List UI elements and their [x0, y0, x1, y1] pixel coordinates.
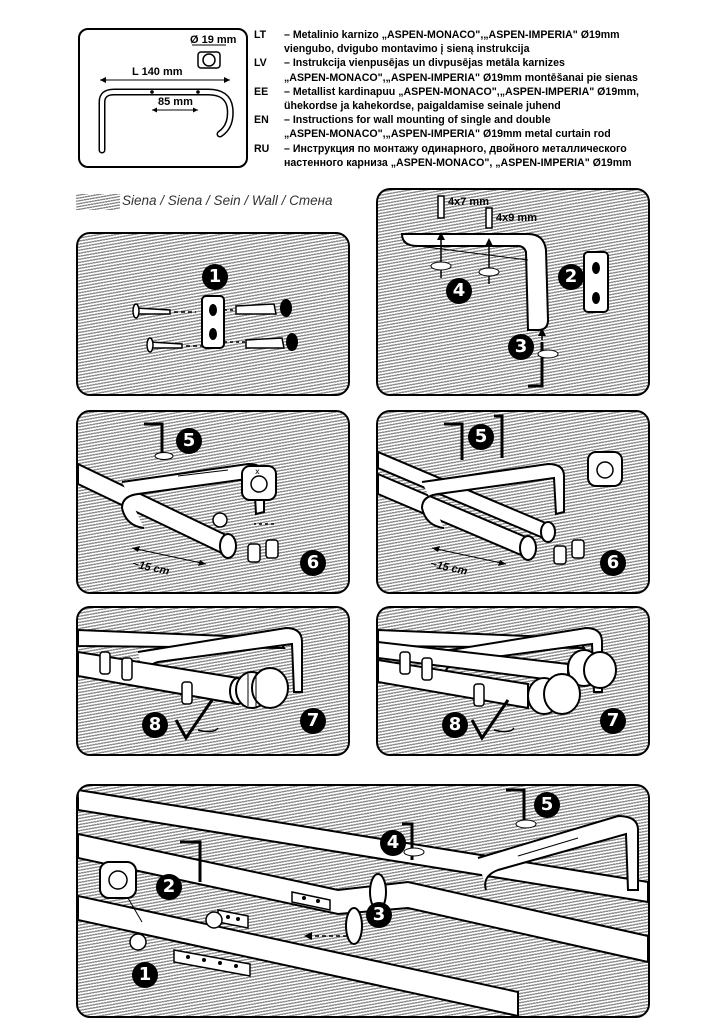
step-badge: 8 [142, 712, 168, 738]
title-line-ru-2: настенного карниза „ASPEN-MONACO", „ASPE… [284, 156, 632, 169]
step-badge: 2 [156, 874, 182, 900]
double-finial-illustration [378, 626, 617, 741]
wall-legend-label: Siena / Siena / Sein / Wall / Стена [122, 193, 333, 208]
step-badge: 8 [442, 712, 468, 738]
title-line-lt-2: viengubo, dvigubo montavimo į sieną inst… [284, 43, 530, 56]
step-badge: 3 [508, 334, 534, 360]
step-badge: 6 [300, 550, 326, 576]
single-finial-illustration [78, 626, 303, 741]
panel-step-5-6-double: 5 6 ~15 cm [376, 410, 650, 594]
screw-plug-illustration [132, 295, 298, 353]
step-badge: 6 [600, 550, 626, 576]
bracket-screw-illustration [400, 195, 609, 388]
panel-step-1: 1 [76, 232, 350, 396]
title-line-lv: LV– Instrukcija vienpusējas un divpusēja… [254, 57, 565, 70]
title-line-ru: RU– Инструкция по монтажу одинарного, дв… [254, 142, 627, 155]
step-badge: 4 [446, 278, 472, 304]
rod-joining-illustration [78, 788, 648, 1016]
bracket-dimension-diagram: Ø 19 mm L 140 mm 85 mm [78, 28, 248, 168]
step-badge: 3 [366, 902, 392, 928]
step-badge: 1 [132, 962, 158, 988]
step-badge: 5 [468, 424, 494, 450]
svg-text:x: x [255, 467, 260, 476]
title-line-lv-2: „ASPEN-MONACO",„ASPEN-IMPERIA" Ø19mm mon… [284, 71, 638, 84]
title-line-lt: LT– Metalinio karnizo „ASPEN-MONACO",„AS… [254, 29, 620, 41]
wall-legend: Siena / Siena / Sein / Wall / Стена [76, 192, 376, 212]
double-rod-illustration [378, 414, 623, 566]
step-badge: 7 [600, 708, 626, 734]
step-badge: 7 [300, 708, 326, 734]
wall-swatch [76, 194, 120, 210]
spacing-label: 85 mm [158, 96, 193, 108]
title-line-en: EN– Instructions for wall mounting of si… [254, 114, 551, 127]
step-badge: 2 [558, 264, 584, 290]
title-line-en-2: „ASPEN-MONACO",„ASPEN-IMPERIA" Ø19mm met… [284, 128, 611, 141]
instruction-titles: LT– Metalinio karnizo „ASPEN-MONACO",„AS… [254, 28, 714, 170]
step-badge: 5 [176, 428, 202, 454]
title-line-ee: EE– Metallist kardinapuu „ASPEN-MONACO",… [254, 85, 639, 98]
panel-rod-joining: 1 2 3 4 5 [76, 784, 650, 1018]
screw-size-a: 4x7 mm [448, 196, 489, 208]
panel-step-7-8-single: 8 7 [76, 606, 350, 756]
panel-step-2-4: 4x7 mm 4x9 mm 2 3 4 [376, 188, 650, 396]
panel-step-7-8-double: 8 7 [376, 606, 650, 756]
step-badge: 5 [534, 792, 560, 818]
length-label: L 140 mm [132, 66, 183, 78]
panel-step-5-6-single: x 5 6 ~15 cm [76, 410, 350, 594]
single-rod-illustration: x [78, 422, 279, 566]
step-badge: 4 [380, 830, 406, 856]
step-badge: 1 [202, 264, 228, 290]
diameter-label: Ø 19 mm [190, 34, 237, 46]
title-line-ee-2: ühekordse ja kahekordse, paigaldamise se… [284, 100, 561, 113]
screw-size-b: 4x9 mm [496, 212, 537, 224]
